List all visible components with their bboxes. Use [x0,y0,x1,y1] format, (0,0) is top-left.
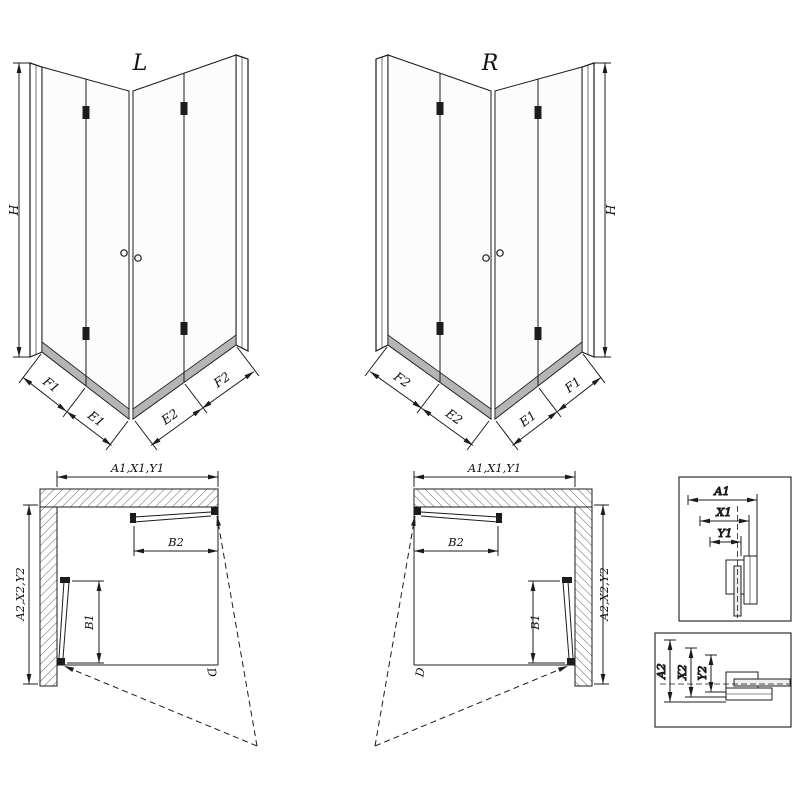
dim-label-h-left: H [6,203,21,216]
plan-left-depth-label: A2,X2,Y2 [13,567,27,621]
detail-a1-label: A1 [713,484,730,498]
plan-right-b2-label: B2 [447,535,464,549]
perspective-view-right: R H F2 E2 E1 F1 [365,51,618,450]
plan-view-right: A1,X1,Y1 A2,X2,Y2 B2 B1 D [375,461,611,746]
plan-view-left: A1,X1,Y1 A2,X2,Y2 B2 B1 D [13,461,257,746]
detail1-profile-section [725,506,758,618]
plan-right-d-label: D [412,667,428,680]
detail-view-vertical: A2 X2 Y2 [654,632,792,728]
dim-label-h-right: H [603,203,618,216]
detail-x2-label: X2 [675,664,689,681]
plan-left-width-label: A1,X1,Y1 [110,461,164,475]
dim-label-e2-right: E2 [442,405,465,428]
dim-label-f2-right: F2 [390,368,413,390]
plan-right-b1-label: B1 [528,614,542,631]
detail2-dimensions [664,639,734,703]
dim-label-e2-left: E2 [158,406,181,429]
detail-a2-label: A2 [654,663,668,680]
detail2-profile-section [660,671,791,701]
detail-y2-label: Y2 [695,666,709,681]
detail1-dimensions [687,494,758,556]
view-title-right: R [481,51,499,76]
dim-label-e1-right: E1 [516,407,539,430]
dim-label-f1-right: F1 [561,374,584,397]
detail-view-horizontal: A1 X1 Y1 [678,476,792,622]
dim-label-e1-left: E1 [84,407,107,430]
detail-x1-label: X1 [715,505,732,519]
plan-right-width-label: A1,X1,Y1 [467,461,521,475]
plan-left-d-label: D [204,666,220,679]
perspective-view-left: L H F1 E1 E2 F2 [6,51,259,450]
dim-label-f1-left: F1 [39,373,62,396]
plan-right-depth-label: A2,X2,Y2 [597,567,611,621]
plan-left-b2-label: B2 [167,535,184,549]
plan-left-b1-label: B1 [82,614,96,631]
detail-y1-label: Y1 [718,526,733,540]
dim-label-f2-left: F2 [210,369,233,391]
view-title-left: L [132,51,148,76]
